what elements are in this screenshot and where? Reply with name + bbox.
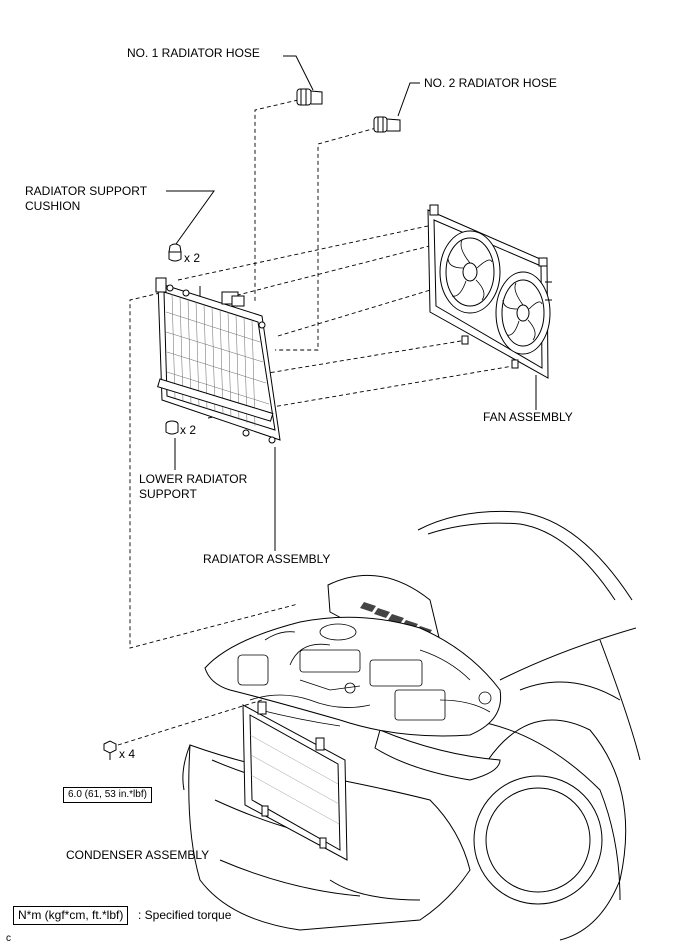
lower-radiator-support-icon [165, 420, 179, 435]
lower-radiator-support-label-line2: SUPPORT [139, 487, 197, 501]
radiator-assembly-label: RADIATOR ASSEMBLY [203, 552, 331, 566]
torque-value-box: 6.0 (61, 53 in.*lbf) [63, 787, 152, 803]
bolt-quantity: x 4 [119, 747, 136, 761]
vehicle-front-icon [182, 510, 641, 941]
no1-radiator-hose-label: NO. 1 RADIATOR HOSE [127, 46, 260, 60]
lower-support-quantity: x 2 [180, 423, 197, 437]
legend-torque-description: : Specified torque [138, 908, 232, 922]
radiator-support-cushion-label-line2: CUSHION [25, 199, 81, 213]
upper-support-cushion-icon [168, 243, 182, 262]
fan-assembly-label: FAN ASSEMBLY [483, 410, 573, 424]
leader-lines [166, 55, 537, 856]
no2-radiator-hose-icon [373, 116, 401, 133]
legend-torque-unit-box: N*m (kgf*cm, ft.*lbf) [13, 906, 129, 925]
radiator-assembly-icon [155, 277, 281, 444]
upper-cushion-quantity: x 2 [184, 251, 201, 265]
condenser-assembly-label: CONDENSER ASSEMBLY [66, 848, 210, 862]
bolt-icon [103, 740, 117, 760]
radiator-support-cushion-label-line1: RADIATOR SUPPORT [25, 184, 148, 198]
fan-assembly-icon [427, 204, 552, 379]
no1-radiator-hose-icon [296, 88, 323, 106]
corner-mark: c [6, 933, 11, 944]
no2-radiator-hose-label: NO. 2 RADIATOR HOSE [424, 76, 557, 90]
lower-radiator-support-label-line1: LOWER RADIATOR [139, 472, 248, 486]
